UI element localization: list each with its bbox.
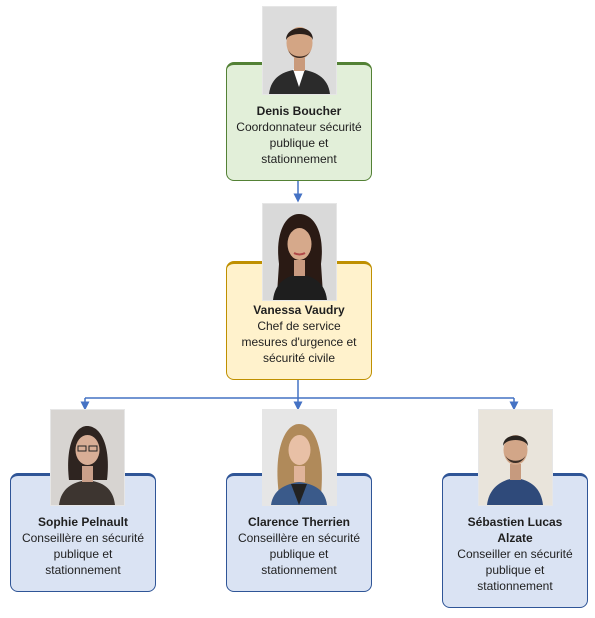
org-box-denis-boucher: Denis Boucher Coordonnateur sécurité pub…	[226, 62, 372, 181]
woman-portrait-photo	[262, 203, 337, 301]
person-role: Conseiller en sécurité publique et stati…	[457, 547, 573, 593]
org-box-clarence-therrien: Clarence Therrien Conseillère en sécurit…	[226, 473, 372, 592]
person-role: Conseillère en sécurité publique et stat…	[237, 531, 361, 577]
org-box-sophie-pelnault: Sophie Pelnault Conseillère en sécurité …	[10, 473, 156, 592]
person-name: Denis Boucher	[256, 104, 342, 118]
person-role: Conseillère en sécurité publique et stat…	[21, 531, 145, 577]
person-name: Sophie Pelnault	[37, 515, 128, 529]
man-portrait-photo	[478, 409, 553, 506]
woman-portrait-photo	[262, 409, 337, 506]
person-role: Chef de service mesures d'urgence et séc…	[241, 319, 357, 365]
person-name: Clarence Therrien	[247, 515, 351, 529]
person-name: Vanessa Vaudry	[253, 303, 345, 317]
woman-portrait-photo	[50, 409, 125, 506]
man-portrait-photo	[262, 6, 337, 95]
person-role: Coordonnateur sécurité publique et stati…	[236, 120, 362, 166]
person-name: Sébastien Lucas Alzate	[467, 515, 563, 545]
